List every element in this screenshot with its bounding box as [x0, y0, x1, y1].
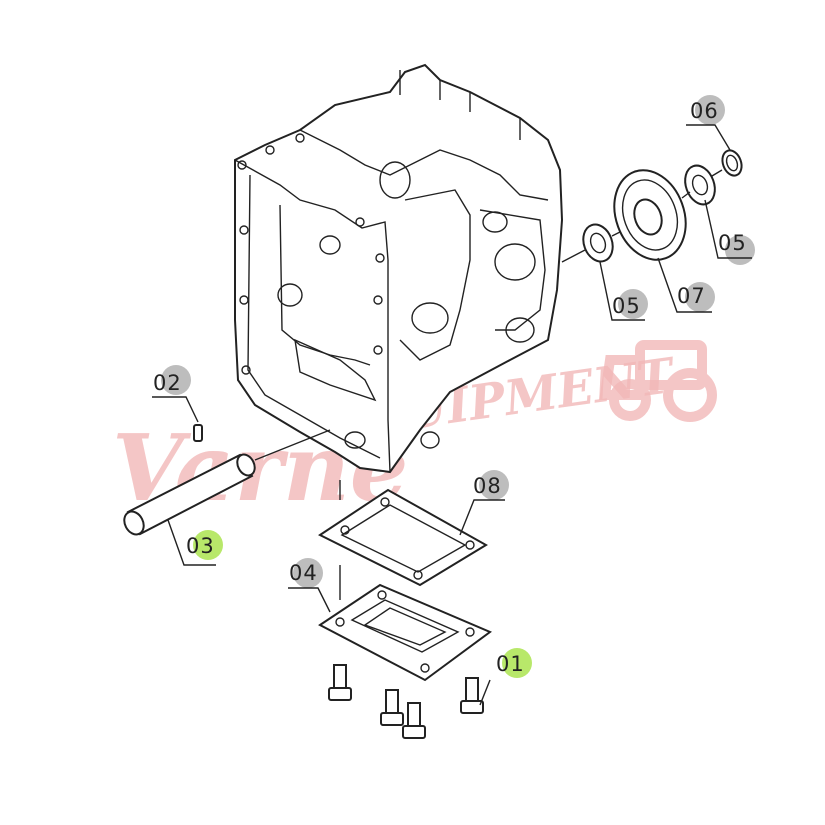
bearing-lower — [582, 223, 614, 263]
callout-label: 04 — [289, 561, 318, 585]
callout-05-lower: 05 — [599, 261, 648, 321]
cover-plate — [318, 583, 492, 682]
gasket-upper — [318, 488, 488, 587]
callout-01: 01 — [479, 648, 532, 706]
callout-04: 04 — [288, 558, 331, 613]
callout-label: 07 — [677, 284, 706, 308]
callout-label: 05 — [718, 231, 747, 255]
axis-line — [561, 169, 723, 263]
bolt-3 — [402, 702, 426, 739]
shaft — [123, 429, 331, 536]
callout-label: 03 — [186, 534, 215, 558]
callout-label: 02 — [153, 371, 182, 395]
gearbox-housing — [234, 63, 564, 474]
callout-badge — [685, 282, 715, 312]
callout-label: 01 — [496, 652, 525, 676]
bolt-2 — [380, 689, 404, 726]
callout-label: 06 — [690, 99, 719, 123]
callout-label: 05 — [612, 294, 641, 318]
bearing-upper — [684, 164, 716, 206]
callout-05-right: 05 — [704, 199, 755, 265]
bolt-1 — [328, 664, 352, 701]
callout-badge — [293, 558, 323, 588]
callout-07: 07 — [657, 257, 715, 313]
callout-label: 08 — [473, 474, 502, 498]
bolt-4 — [460, 677, 484, 714]
oil-seal — [613, 169, 687, 261]
callout-badge — [479, 470, 509, 500]
callout-08: 08 — [459, 470, 509, 536]
tractor-icon — [599, 340, 717, 422]
roll-pin — [193, 424, 203, 442]
callout-badge — [193, 530, 223, 560]
callout-badge — [695, 95, 725, 125]
callout-06: 06 — [686, 95, 731, 151]
circlip — [721, 149, 743, 177]
callout-badge — [161, 365, 191, 395]
callout-03: 03 — [167, 519, 223, 566]
callout-badge — [618, 289, 648, 319]
callout-badge — [502, 648, 532, 678]
callout-02: 02 — [152, 365, 199, 423]
